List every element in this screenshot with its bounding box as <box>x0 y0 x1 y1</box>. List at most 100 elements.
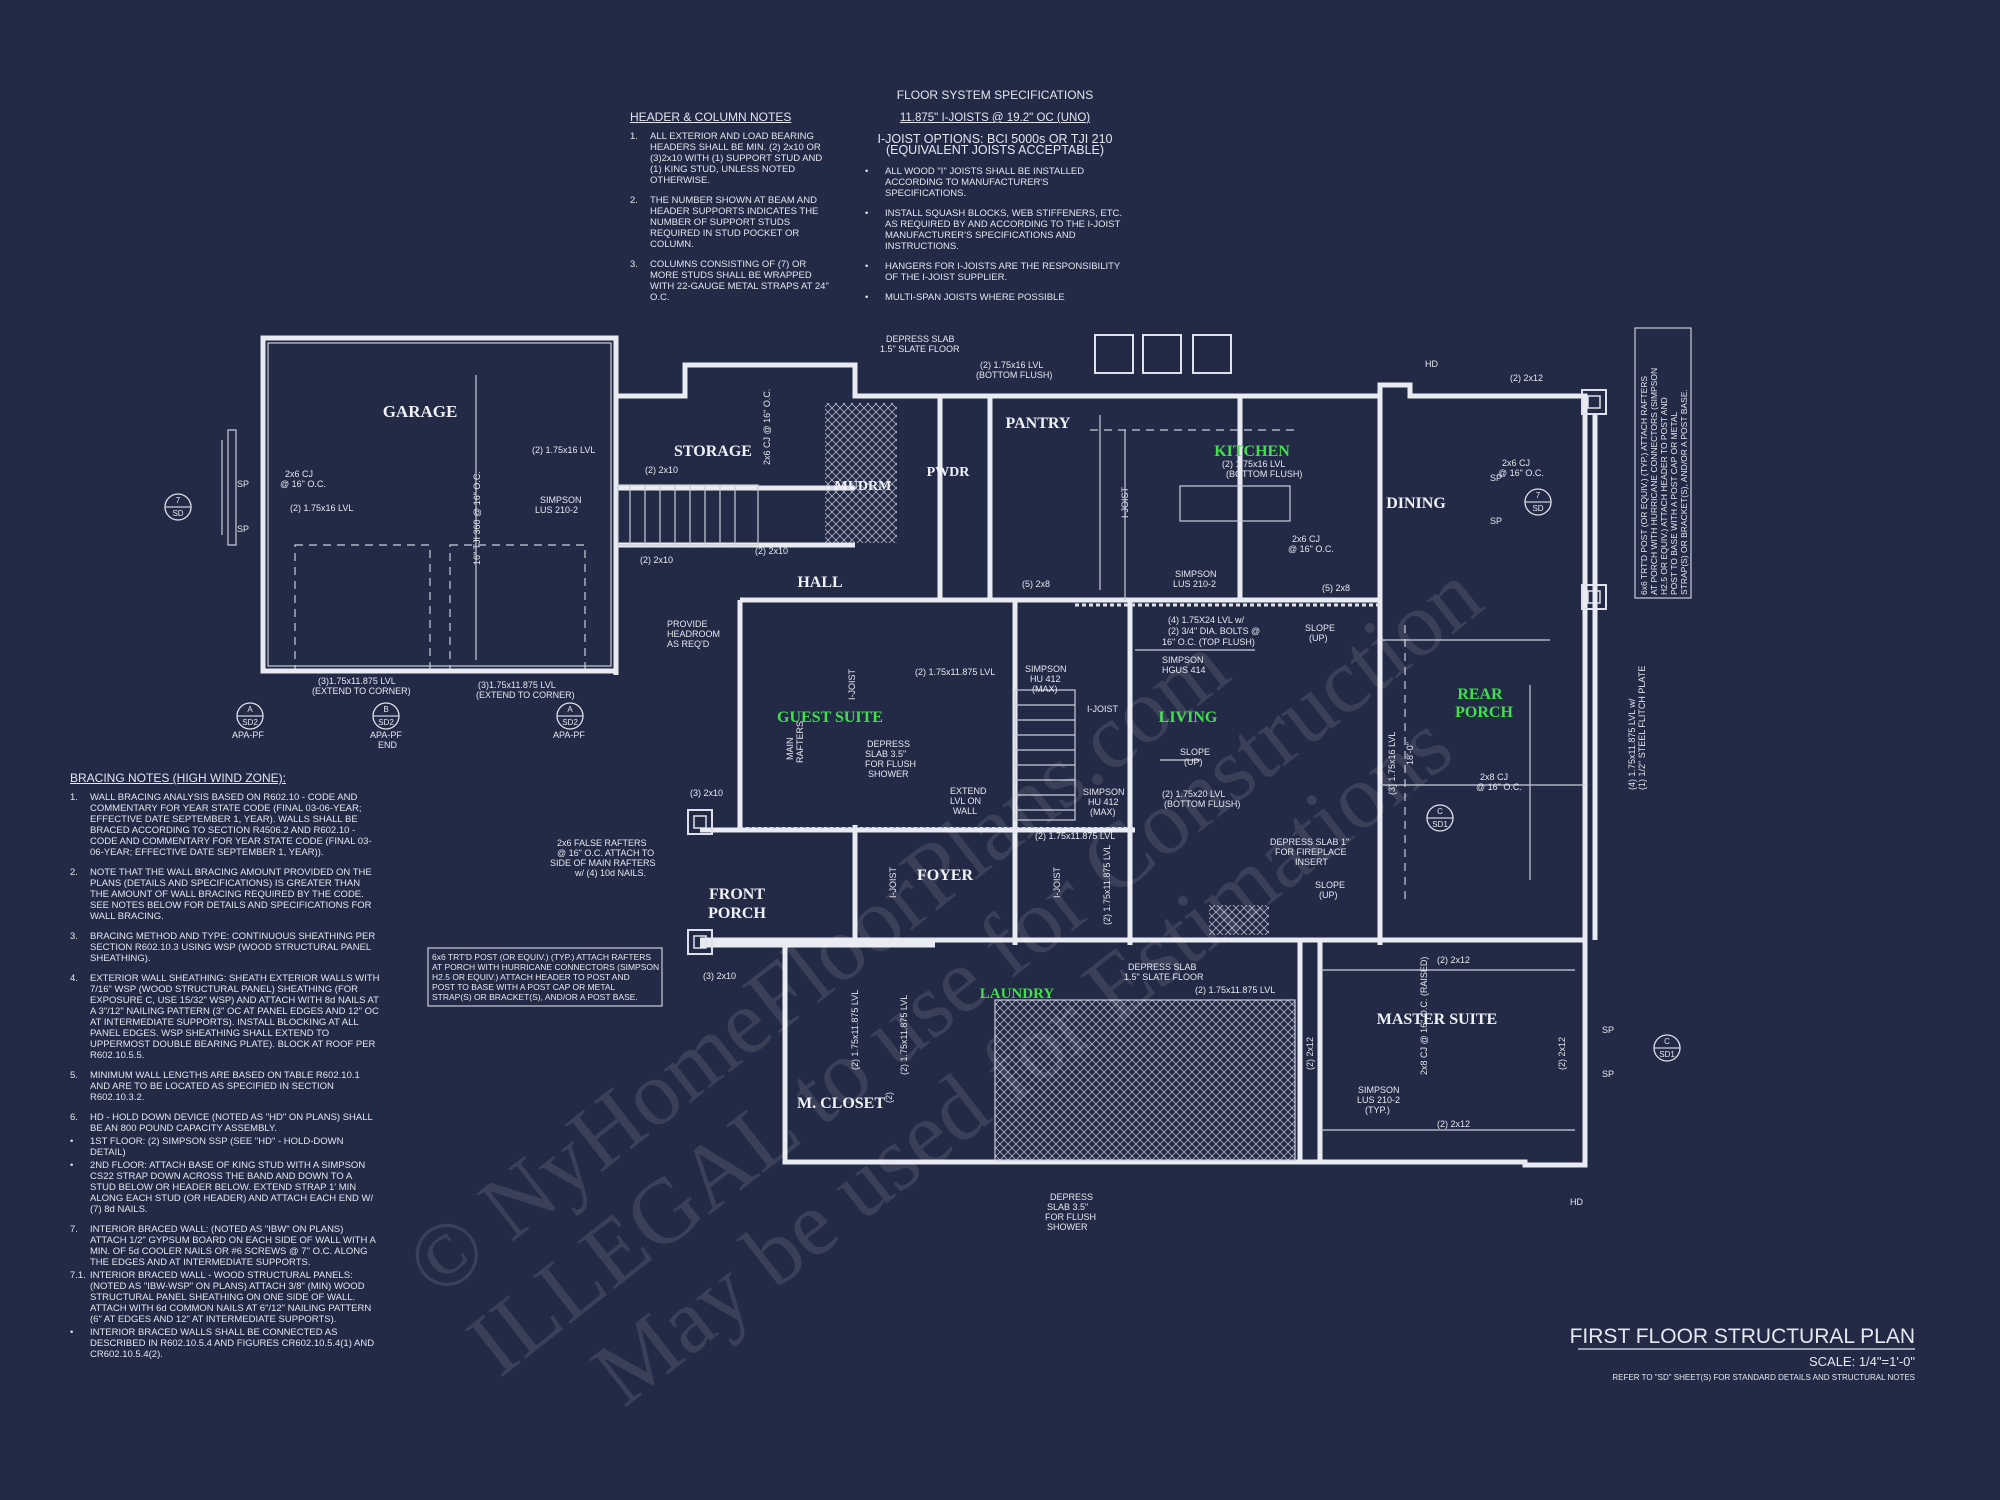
post-note-line: STRAP(S) OR BRACKET(S), AND/OR A POST BA… <box>432 992 638 1002</box>
label-simpson-hgus: SIMPSON <box>1162 655 1204 665</box>
bracing-note: 7.1.INTERIOR BRACED WALL - WOOD STRUCTUR… <box>70 1270 372 1325</box>
label-kitchen-lvl-2: (BOTTOM FLUSH) <box>1226 469 1302 479</box>
label-simpson-master-2: LUS 210-2 <box>1357 1095 1400 1105</box>
svg-text:B: B <box>383 705 388 714</box>
label-lvl-bottom-flush: (2) 1.75x16 LVL <box>980 360 1043 370</box>
bracing-note: •2ND FLOOR: ATTACH BASE OF KING STUD WIT… <box>70 1160 374 1215</box>
room-m-closet: M. CLOSET <box>797 1095 885 1112</box>
label-right-lvl-2: (1) 1/2" STEEL FLITCH PLATE <box>1637 666 1647 790</box>
label-simpson-hu-3: (MAX) <box>1032 684 1058 694</box>
callout-7: C SD1 <box>1653 1034 1681 1062</box>
label-garage-lvl-left: (3)1.75x11.875 LVL <box>318 676 396 686</box>
callout-1: 7SD <box>164 493 192 521</box>
label-dining-cj-2: @ 16" O.C. <box>1498 468 1544 478</box>
label-sp-2: SP <box>237 524 249 534</box>
label-master-2x12-r: (2) 2x12 <box>1557 1037 1567 1070</box>
bracing-note: 4.EXTERIOR WALL SHEATHING: SHEATH EXTERI… <box>70 973 380 1061</box>
label-slope-1b: (UP) <box>1309 633 1328 643</box>
room-powder: PWDR <box>927 465 971 480</box>
label-i-joist-1: I-JOIST <box>1087 704 1119 714</box>
label-storage-2x10-a: (2) 2x10 <box>645 465 678 475</box>
label-i-joist-5: I-JOIST <box>1052 866 1062 898</box>
svg-text:SD2: SD2 <box>562 718 578 727</box>
label-rear-cj: 2x8 CJ <box>1480 772 1508 782</box>
label-master-2x12-top: (2) 2x12 <box>1437 955 1470 965</box>
label-2x8-a: (5) 2x8 <box>1022 579 1050 589</box>
label-closet-2: (2) <box>884 1092 894 1103</box>
label-slope-2: SLOPE <box>1180 747 1210 757</box>
label-cj-vertical: 2x6 CJ @ 16" O.C. <box>762 389 772 465</box>
sheet-title: FIRST FLOOR STRUCTURAL PLAN <box>1570 1325 1915 1348</box>
label-bottom-slab: DEPRESS <box>1050 1192 1093 1202</box>
label-extend-lvl: EXTEND <box>950 786 987 796</box>
label-master-cj: 2x8 CJ @ 16" O.C. (RAISED) <box>1419 957 1429 1075</box>
label-living-lvl-2: (2) 3/4" DIA. BOLTS @ <box>1168 626 1260 636</box>
label-laundry-slab: DEPRESS SLAB <box>1128 962 1197 972</box>
right-note-line: STRAP(S) OR BRACKET(S), AND/OR A POST BA… <box>1679 389 1689 595</box>
svg-text:C: C <box>1664 1037 1670 1046</box>
label-i-joist-2: I-JOIST <box>1120 486 1130 518</box>
right-post-note-box: 6x6 TRT'D POST (OR EQUIV.) (TYP.) ATTACH… <box>1634 327 1692 599</box>
label-depress-shower: DEPRESS <box>867 739 910 749</box>
label-garage-lvl-right-2: (EXTEND TO CORNER) <box>476 690 575 700</box>
label-closet-lvl-b: (2) 1.75x11.875 LVL <box>899 995 909 1075</box>
label-laundry-slab-2: 1.5" SLATE FLOOR <box>1124 972 1204 982</box>
label-simpson-hu-b3: (MAX) <box>1090 807 1116 817</box>
svg-text:SD: SD <box>1532 504 1543 513</box>
floor-spec-bullet-4: •MULTI-SPAN JOISTS WHERE POSSIBLE <box>865 292 1065 303</box>
label-hd-top: HD <box>1425 359 1438 369</box>
room-rear-porch-1: REAR <box>1457 686 1503 703</box>
sheet-refer-note: REFER TO "SD" SHEET(S) FOR STANDARD DETA… <box>1612 1373 1915 1382</box>
label-false-rafters-4: w/ (4) 10d NAILS. <box>574 868 646 878</box>
stairs <box>617 484 1076 821</box>
header-column-notes: HEADER & COLUMN NOTES 1.ALL EXTERIOR AND… <box>630 111 830 312</box>
label-garage-cj-2: @ 16" O.C. <box>280 479 326 489</box>
label-simpson-hu-b: SIMPSON <box>1083 787 1125 797</box>
label-depress-slab-top: DEPRESS SLAB <box>886 334 955 344</box>
label-dim-18: 18'-0" <box>1405 742 1415 765</box>
svg-text:7: 7 <box>1536 491 1541 500</box>
label-simpson-hu-2: HU 412 <box>1030 674 1061 684</box>
right-note-line: H2.5 OR EQUIV.) ATTACH HEADER TO POST AN… <box>1659 397 1669 595</box>
room-mudroom: MUDRM <box>835 479 892 494</box>
svg-text:SD2: SD2 <box>242 718 258 727</box>
room-kitchen: KITCHEN <box>1214 443 1290 460</box>
label-slope-1: SLOPE <box>1305 623 1335 633</box>
label-lvl-bottom-flush-2: (BOTTOM FLUSH) <box>976 370 1052 380</box>
svg-text:SD1: SD1 <box>1659 1050 1675 1059</box>
label-false-rafters-3: SIDE OF MAIN RAFTERS <box>550 858 656 868</box>
room-pantry: PANTRY <box>1006 415 1071 432</box>
label-apa-pf-2b: END <box>378 740 398 750</box>
label-extend-lvl-2: LVL ON <box>950 796 981 806</box>
label-living-lvl-3: 16" O.C. (TOP FLUSH) <box>1162 637 1255 647</box>
label-closet-lvl-a: (2) 1.75x11.875 LVL <box>850 990 860 1070</box>
label-laundry-lvl: (2) 1.75x11.875 LVL <box>1195 985 1275 995</box>
label-2x8-b: (5) 2x8 <box>1322 583 1350 593</box>
label-bottom-slab-2: SLAB 3.5" <box>1047 1202 1088 1212</box>
label-tji: 16" TJI 360 @ 16" O.C. <box>472 471 482 565</box>
label-garage-lvl-left-2: (EXTEND TO CORNER) <box>312 686 411 696</box>
floor-spec-bullet-2: •INSTALL SQUASH BLOCKS, WEB STIFFENERS, … <box>865 208 1123 252</box>
label-apa-pf-2: APA-PF <box>370 730 402 740</box>
right-note-line: POST TO BASE WITH A POST CAP OR METAL <box>1669 411 1679 595</box>
label-kitchen-lvl: (2) 1.75x16 LVL <box>1222 459 1285 469</box>
label-simpson-master-3: (TYP.) <box>1365 1105 1390 1115</box>
label-slope-3: SLOPE <box>1315 880 1345 890</box>
label-simpson-master: SIMPSON <box>1358 1085 1400 1095</box>
label-simpson-hgus-2: HGUS 414 <box>1162 665 1206 675</box>
label-rear-cj-2: @ 16" O.C. <box>1476 782 1522 792</box>
label-fireplace-3: INSERT <box>1295 857 1328 867</box>
label-main-rafters: MAIN <box>785 738 795 761</box>
label-simpson-garage: SIMPSON <box>540 495 582 505</box>
label-fireplace-2: FOR FIREPLACE <box>1275 847 1347 857</box>
callout-2: 7SD <box>1524 488 1552 516</box>
bracing-note: 6.HD - HOLD DOWN DEVICE (NOTED AS "HD" O… <box>70 1112 373 1134</box>
label-3-2x10-a: (3) 2x10 <box>690 788 723 798</box>
label-living-lvl: (4) 1.75X24 LVL w/ <box>1168 615 1245 625</box>
bracing-notes: BRACING NOTES (HIGH WIND ZONE): 1.WALL B… <box>70 772 380 1369</box>
label-garage-lvl2: (2) 1.75x16 LVL <box>290 503 353 513</box>
